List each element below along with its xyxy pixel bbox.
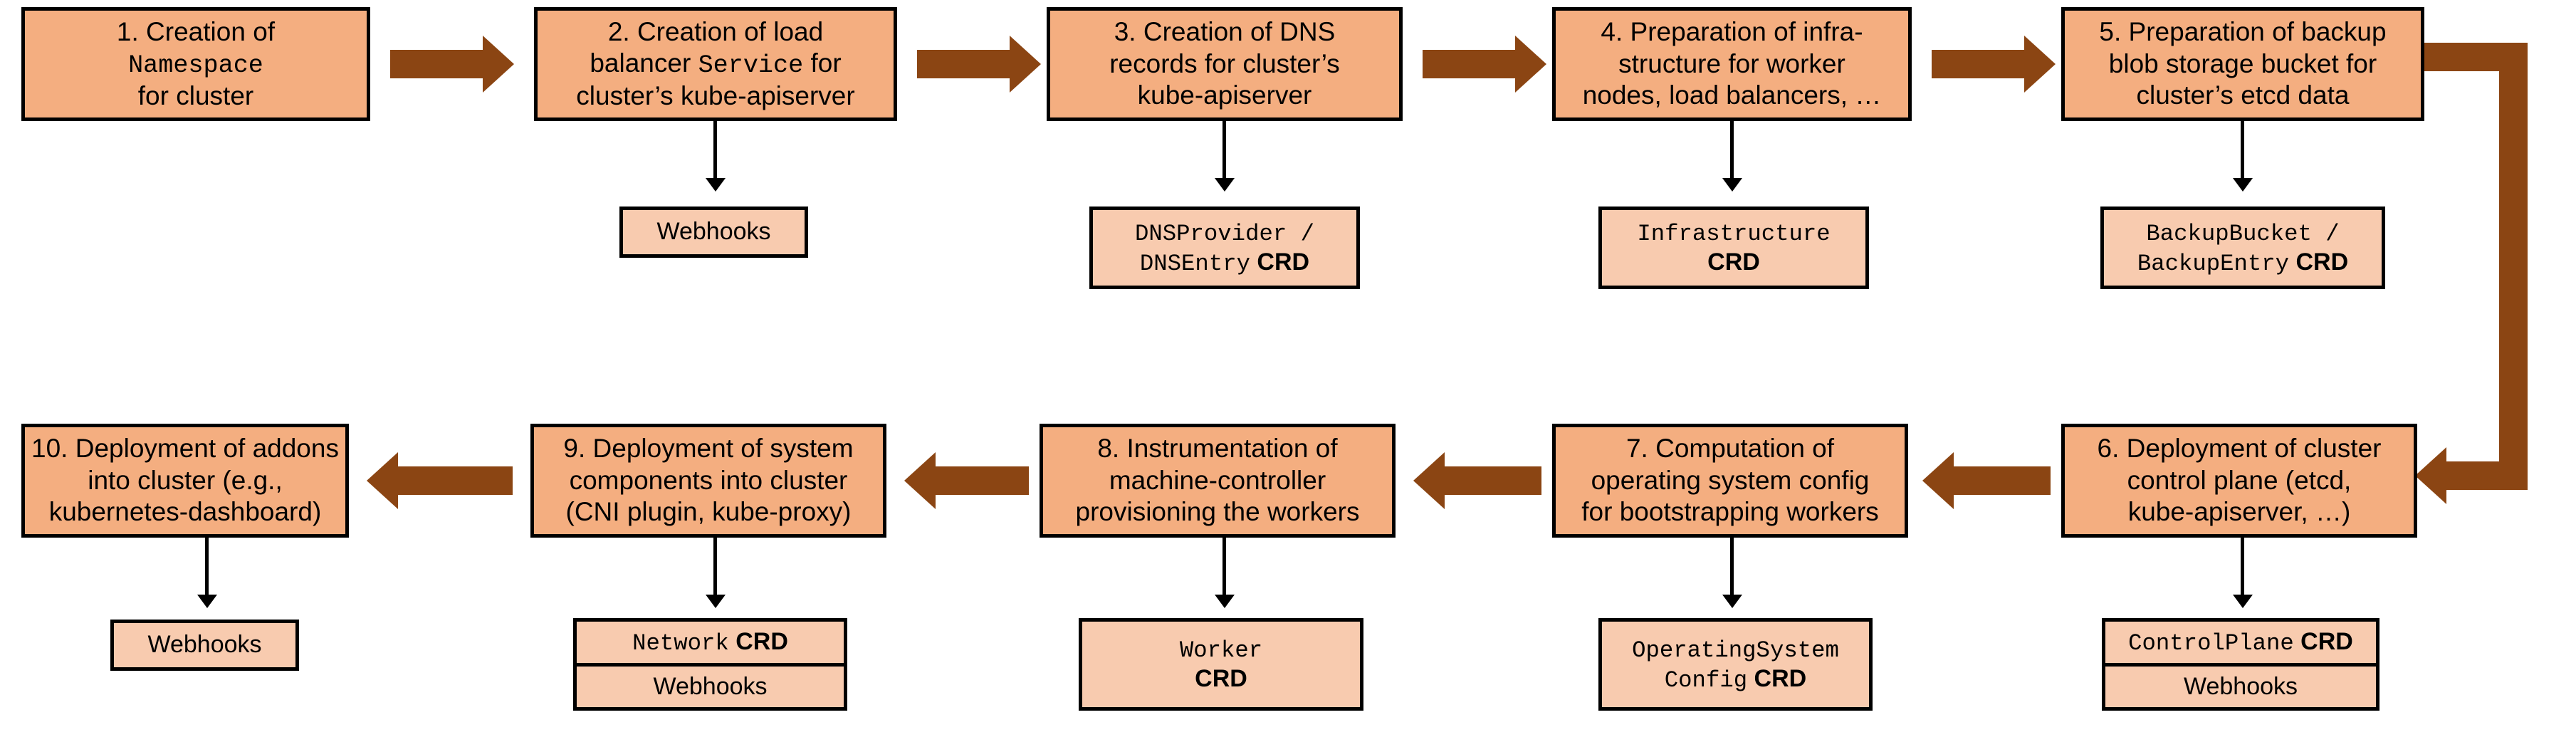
flow-arrow-1-to-2 — [390, 36, 515, 93]
connector-arrowhead-step-5 — [2233, 178, 2253, 192]
resource-cell-webhooks: Webhooks — [577, 662, 844, 708]
resource-box-webhooks-step-2[interactable]: Webhooks — [619, 207, 808, 258]
connector-arrowhead-step-6 — [2233, 595, 2253, 608]
flow-arrow-4-to-5 — [1932, 36, 2056, 93]
resource-cell-crd: ControlPlane CRD — [2128, 627, 2353, 657]
connector-line-step-7 — [1730, 538, 1734, 595]
flow-arrow-9-to-10 — [367, 452, 513, 509]
resource-box-webhooks-step-10[interactable]: Webhooks — [110, 620, 299, 671]
resource-cell: Webhooks — [147, 631, 262, 659]
resource-cell-crd: Network CRD — [632, 627, 788, 657]
connector-line-step-5 — [2241, 121, 2244, 178]
flow-arrow-6-to-7 — [1922, 452, 2051, 509]
connector-arrowhead-step-2 — [706, 178, 726, 192]
connector-line-step-3 — [1222, 121, 1226, 178]
arrow-shaft — [1443, 466, 1541, 495]
connector-arrowhead-step-3 — [1215, 178, 1235, 192]
connector-line-step-10 — [205, 538, 209, 595]
resource-cell-webhooks: Webhooks — [2105, 662, 2376, 708]
connector-line-step-9 — [713, 538, 717, 595]
arrow-head — [483, 36, 514, 93]
arrow-shaft — [1932, 50, 2026, 78]
arrow-head — [2024, 36, 2056, 93]
connector-arrowhead-step-8 — [1215, 595, 1235, 608]
arrow-head — [1413, 452, 1445, 509]
flow-arrow-3-to-4 — [1423, 36, 1547, 93]
flow-arrow-7-to-8 — [1413, 452, 1541, 509]
connector-line-step-4 — [1730, 121, 1734, 178]
flow-arrow-2-to-3 — [917, 36, 1042, 93]
arrow-head — [1922, 452, 1954, 509]
arrow-segment-bottom — [2446, 461, 2528, 490]
connector-arrowhead-step-9 — [706, 595, 726, 608]
resource-cell: BackupBucket /BackupEntry CRD — [2137, 220, 2349, 277]
resource-box-controlplane-crd[interactable]: ControlPlane CRD Webhooks — [2102, 618, 2379, 711]
resource-cell: DNSProvider /DNSEntry CRD — [1135, 220, 1314, 277]
step-box-4[interactable]: 4. Preparation of infra-structure for wo… — [1552, 7, 1912, 121]
connector-arrowhead-step-4 — [1722, 178, 1742, 192]
arrow-head — [904, 452, 936, 509]
resource-cell: Webhooks — [656, 218, 771, 246]
arrow-shaft — [397, 466, 513, 495]
resource-box-dns-crd[interactable]: DNSProvider /DNSEntry CRD — [1089, 207, 1360, 289]
step-4-text: 4. Preparation of infra-structure for wo… — [1582, 17, 1882, 110]
arrow-head — [2415, 447, 2446, 504]
connector-arrowhead-step-10 — [197, 595, 217, 608]
arrow-head — [367, 452, 398, 509]
arrow-head — [1515, 36, 1546, 93]
arrow-segment-vertical — [2499, 43, 2528, 476]
arrow-shaft — [1423, 50, 1517, 78]
connector-arrowhead-step-7 — [1722, 595, 1742, 608]
arrow-shaft — [917, 50, 1011, 78]
connector-line-step-6 — [2241, 538, 2244, 595]
flow-arrow-8-to-9 — [904, 452, 1029, 509]
arrow-head — [1010, 36, 1041, 93]
connector-line-step-2 — [713, 121, 717, 178]
resource-box-network-crd[interactable]: Network CRD Webhooks — [573, 618, 847, 711]
arrow-shaft — [934, 466, 1029, 495]
arrow-shaft — [390, 50, 484, 78]
arrow-shaft — [1952, 466, 2051, 495]
resource-box-backup-crd[interactable]: BackupBucket /BackupEntry CRD — [2100, 207, 2385, 289]
connector-line-step-8 — [1222, 538, 1226, 595]
